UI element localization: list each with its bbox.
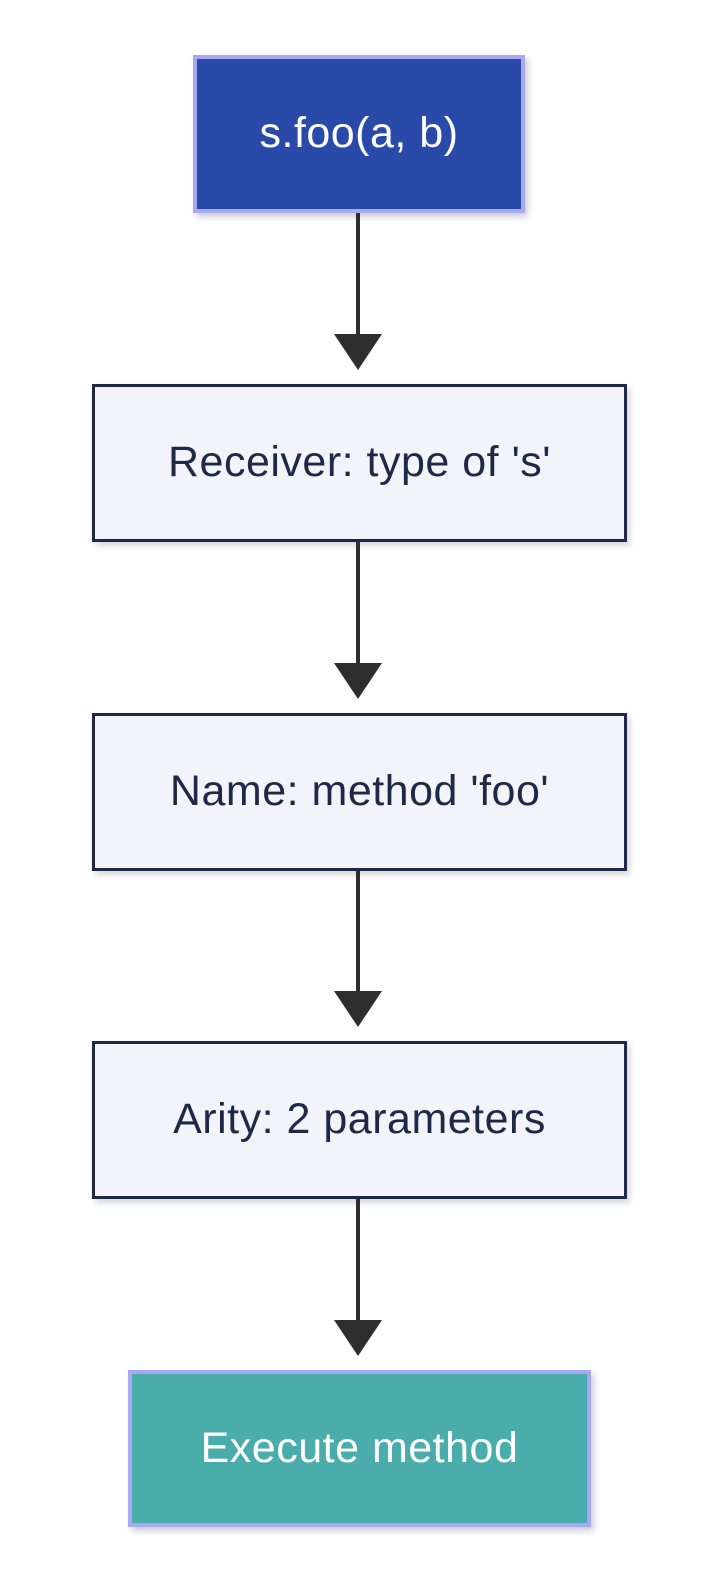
flow-node-method-call: s.foo(a, b) [193,55,525,213]
flow-node-label: Arity: 2 parameters [173,1095,546,1144]
arrow-down-icon [334,871,382,1027]
arrow-down-icon [334,213,382,370]
flow-node-label: s.foo(a, b) [259,109,459,158]
flow-node-arity: Arity: 2 parameters [92,1041,627,1199]
arrow-down-icon [334,542,382,699]
flow-node-label: Name: method 'foo' [169,767,550,816]
flow-node-execute: Execute method [128,1370,591,1527]
arrow-down-icon [334,1199,382,1356]
flow-node-label: Receiver: type of 's' [167,438,551,487]
flow-node-method-name: Name: method 'foo' [92,713,627,871]
flow-node-label: Execute method [200,1423,519,1472]
flow-node-receiver: Receiver: type of 's' [92,384,627,542]
